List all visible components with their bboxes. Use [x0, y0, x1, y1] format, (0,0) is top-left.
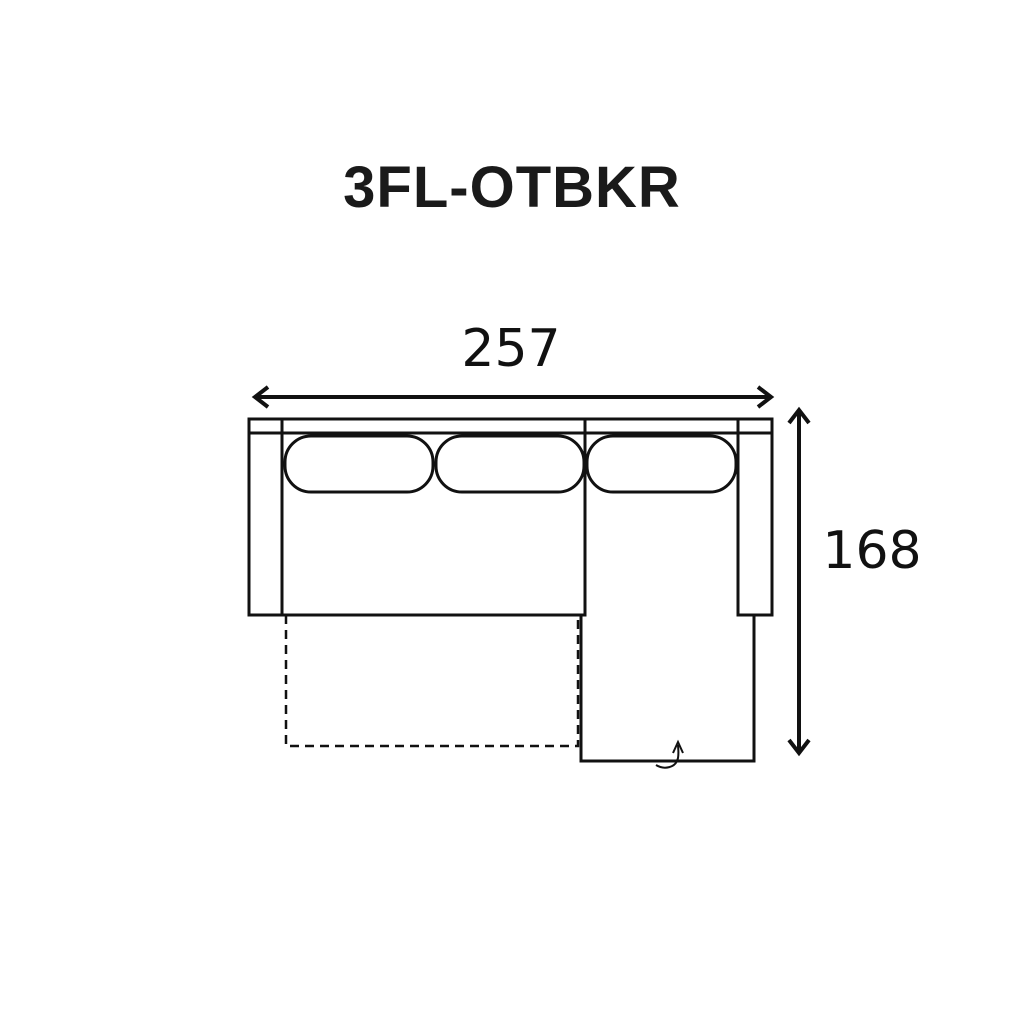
depth-label: 168 [822, 521, 921, 581]
back-cushion-middle [434, 434, 586, 494]
right-armrest [736, 417, 774, 617]
chaise-lounge [579, 431, 756, 763]
depth-arrow-top [787, 406, 811, 425]
backrest [247, 417, 774, 435]
left-armrest [247, 417, 284, 617]
width-label: 257 [461, 319, 560, 379]
model-title: 3FL-OTBKR [343, 155, 681, 220]
back-cushion-left [283, 434, 435, 494]
bed-extension-dashed [284, 615, 580, 748]
sofa-outline [247, 417, 774, 763]
storage-lift-icon [655, 739, 684, 769]
width-arrow-right [756, 385, 775, 409]
width-arrow-left [251, 385, 270, 409]
depth-arrow-bottom [787, 738, 811, 757]
back-cushion-right [585, 434, 738, 494]
